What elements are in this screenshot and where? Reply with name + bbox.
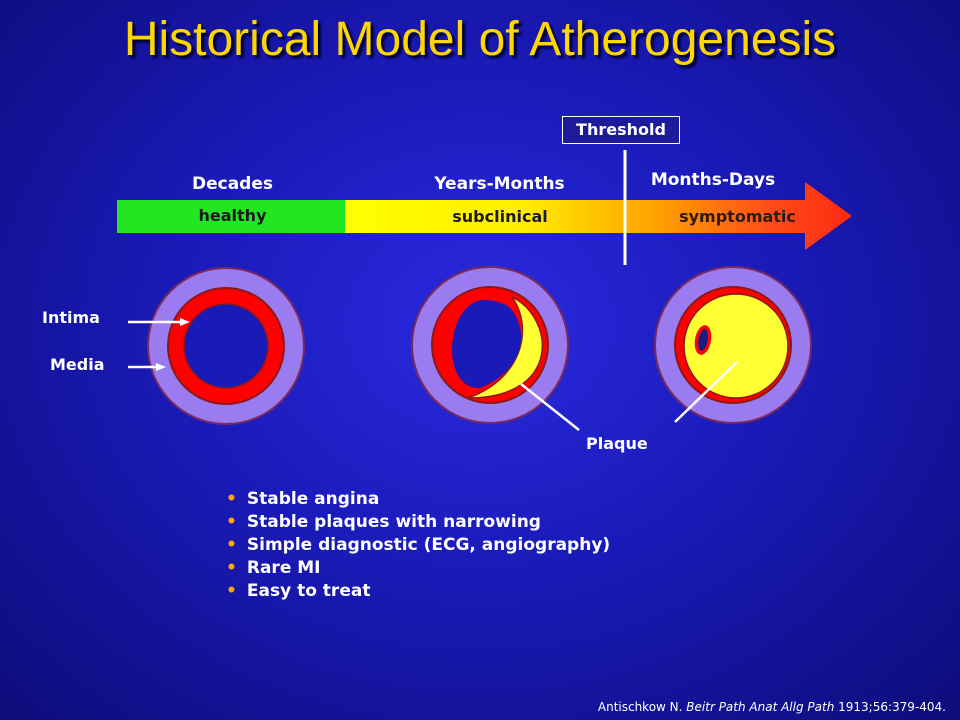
- bullet-icon: •: [226, 489, 237, 509]
- stage-state-healthy: healthy: [198, 206, 267, 225]
- feature-list: •Stable angina •Stable plaques with narr…: [226, 488, 610, 603]
- symptomatic-artery: [654, 266, 812, 424]
- plaque-pointer-left: [520, 383, 580, 431]
- progression-arrow: [345, 182, 852, 250]
- bullet-icon: •: [226, 558, 237, 578]
- list-item: •Stable angina: [226, 489, 380, 509]
- plaque-label: Plaque: [586, 434, 648, 453]
- bullet-icon: •: [226, 512, 237, 532]
- list-item: •Stable plaques with narrowing: [226, 512, 541, 532]
- stage-period-decades: Decades: [191, 174, 273, 194]
- citation-journal: Beitr Path Anat Allg Path: [686, 700, 835, 714]
- plaque-pointer-right: [674, 361, 738, 423]
- stage-state-symptomatic: symptomatic: [679, 207, 796, 226]
- stage-period-years-months: Years-Months: [434, 174, 565, 194]
- intima-pointer: [128, 318, 190, 326]
- citation-author: Antischkow N.: [597, 700, 683, 714]
- citation: Antischkow N. Beitr Path Anat Allg Path …: [598, 700, 946, 714]
- stage-period-months-days: Months-Days: [650, 170, 776, 190]
- list-item: •Easy to treat: [226, 581, 371, 601]
- list-item: •Rare MI: [226, 558, 321, 578]
- subclinical-artery: [411, 266, 569, 424]
- page-title: Historical Model of Atherogenesis: [123, 13, 837, 66]
- media-label: Media: [50, 355, 105, 374]
- citation-ref: 1913;56:379-404.: [838, 700, 946, 714]
- bullet-icon: •: [226, 535, 237, 555]
- media-pointer: [128, 363, 166, 371]
- healthy-artery: [147, 267, 305, 425]
- bullet-icon: •: [226, 581, 237, 601]
- intima-label: Intima: [42, 308, 100, 327]
- stage-state-subclinical: subclinical: [452, 207, 548, 226]
- healthy-segment: [117, 200, 347, 233]
- list-item: •Simple diagnostic (ECG, angiography): [226, 535, 611, 555]
- threshold-label: Threshold: [562, 116, 680, 144]
